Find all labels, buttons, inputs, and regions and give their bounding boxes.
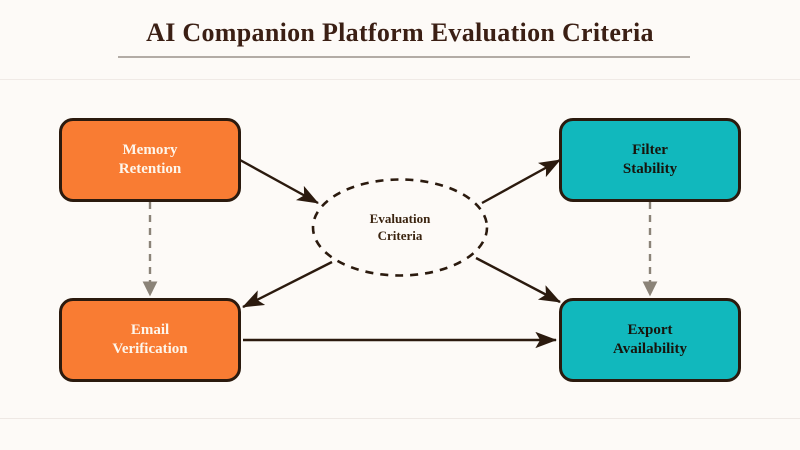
header-divider bbox=[0, 79, 800, 80]
page-header: AI Companion Platform Evaluation Criteri… bbox=[0, 0, 800, 80]
node-label-evaluation-criteria: Evaluation Criteria bbox=[369, 210, 431, 243]
node-label-export-availability: Export Availability bbox=[613, 322, 687, 357]
node-email-verification[interactable]: Email Verification bbox=[59, 298, 241, 382]
node-evaluation-criteria-hub[interactable]: Evaluation Criteria bbox=[310, 177, 490, 278]
edge-hub-to-filter bbox=[481, 158, 561, 205]
node-label-memory-retention: Memory Retention bbox=[118, 142, 182, 177]
footer-divider bbox=[0, 418, 800, 419]
edge-hub-to-email bbox=[242, 260, 333, 309]
node-filter-stability[interactable]: Filter Stability bbox=[559, 118, 741, 202]
node-label-filter-stability: Filter Stability bbox=[622, 142, 678, 177]
hub-ellipse-shape bbox=[311, 178, 489, 277]
page-title: AI Companion Platform Evaluation Criteri… bbox=[146, 18, 654, 47]
edge-hub-to-export bbox=[475, 256, 561, 304]
node-label-email-verification: Email Verification bbox=[112, 322, 188, 357]
node-export-availability[interactable]: Export Availability bbox=[559, 298, 741, 382]
edge-memory-to-hub bbox=[239, 158, 319, 205]
title-underline bbox=[118, 56, 690, 58]
node-memory-retention[interactable]: Memory Retention bbox=[59, 118, 241, 202]
